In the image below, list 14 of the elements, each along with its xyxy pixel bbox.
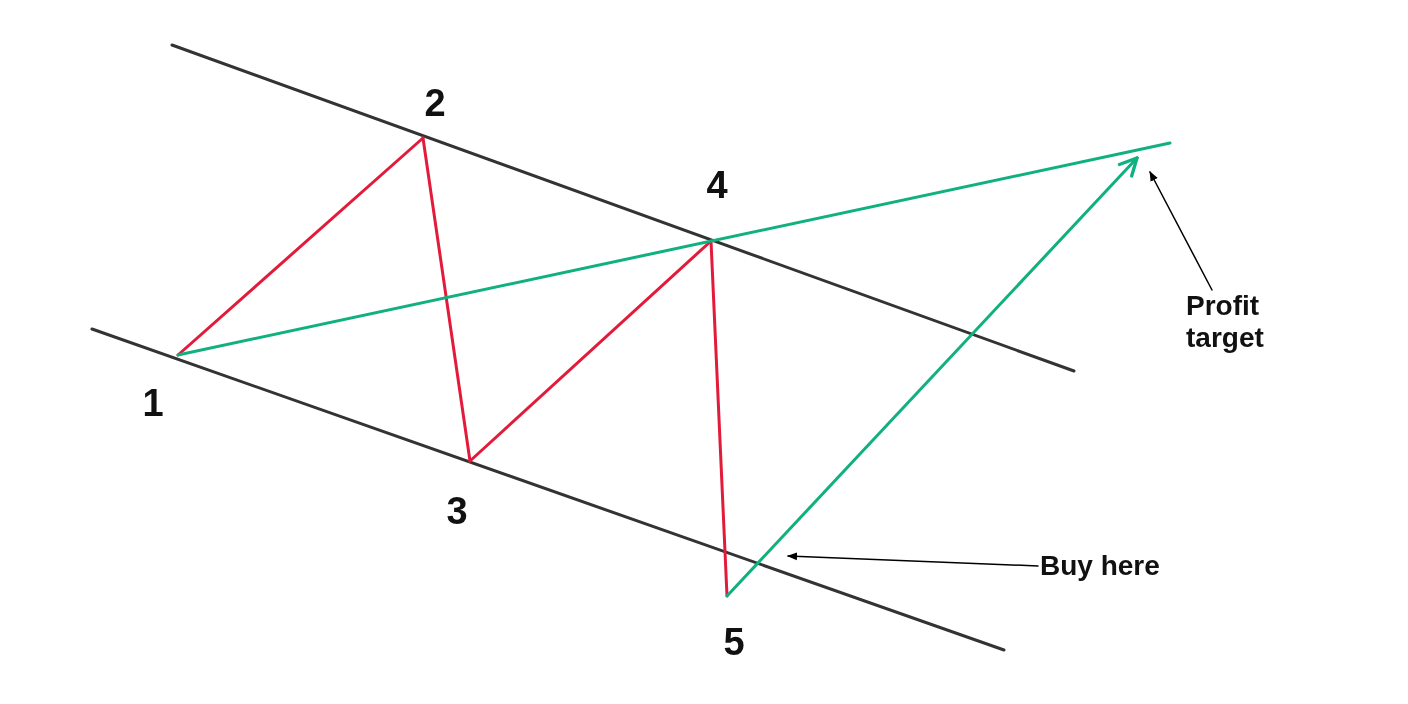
trend-line: [709, 239, 729, 598]
leader-arrow: [1149, 171, 1213, 291]
point-number: 2: [417, 82, 453, 126]
point-number: 5: [716, 621, 752, 665]
trend-line: [176, 141, 1172, 357]
trend-line: [176, 136, 425, 357]
point-number: 1: [135, 382, 171, 426]
arrow: [725, 156, 1139, 598]
trend-line: [421, 136, 472, 463]
annotation-text: Profit target: [1186, 290, 1296, 355]
annotation-text: Buy here: [1040, 550, 1190, 583]
point-number: 4: [699, 164, 735, 208]
point-number: 3: [439, 490, 475, 534]
leader-arrow: [787, 552, 1039, 567]
